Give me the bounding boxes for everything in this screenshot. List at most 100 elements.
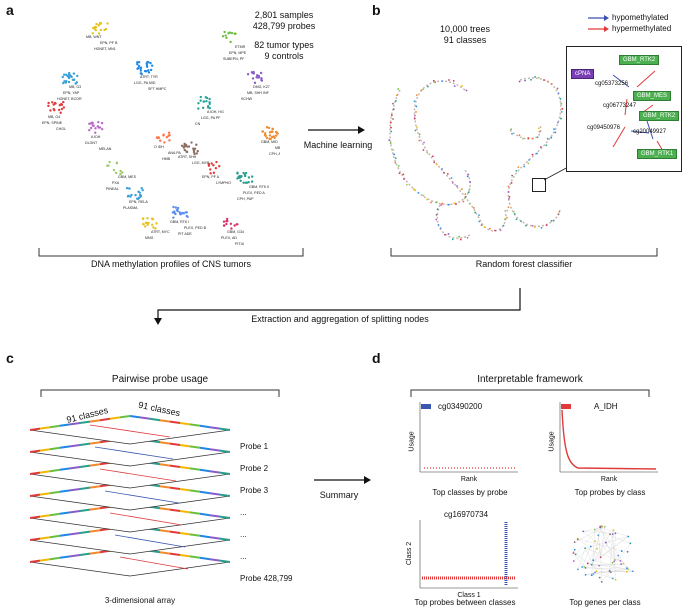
leaf-node <box>442 171 445 174</box>
network-node <box>625 567 628 569</box>
plot2-caption: Top probes by class <box>574 488 646 497</box>
tsne-point <box>197 107 200 110</box>
tsne-point <box>65 79 68 83</box>
summary-arrow <box>314 476 371 484</box>
forest-tree <box>388 76 564 241</box>
network-edge <box>591 564 600 566</box>
tsne-cluster-label: MELAN <box>99 147 112 151</box>
tsne-point <box>199 95 203 99</box>
tsne-point <box>114 171 118 175</box>
tsne-cluster-label: SCHW <box>241 97 253 101</box>
tsne-point <box>259 71 263 75</box>
network-node <box>611 561 614 564</box>
leaf-node <box>414 129 417 132</box>
tsne-cluster-label: MB, SHH CHL AD <box>275 146 280 150</box>
network-edge <box>584 566 627 572</box>
leaf-node <box>458 235 460 238</box>
tsne-point <box>147 71 151 74</box>
network-node <box>574 553 577 556</box>
tsne-point <box>150 64 154 67</box>
network-node <box>609 571 612 574</box>
inset-edges <box>612 70 664 152</box>
tsne-point <box>150 217 154 220</box>
leaf-node <box>536 152 538 155</box>
leaf-node <box>415 94 418 96</box>
plot2-ylabel: Usage <box>548 431 556 452</box>
leaf-node <box>422 88 425 91</box>
leaf-node <box>413 100 416 103</box>
forest-stats: 10,000 trees 91 classes <box>430 24 500 46</box>
probe-layer <box>30 481 230 511</box>
tsne-point <box>139 69 143 72</box>
leaf-node <box>416 126 418 129</box>
network-node <box>572 560 575 562</box>
zoom-box <box>532 178 546 192</box>
leaf-node <box>556 121 559 124</box>
tsne-cluster-label: LGG, PA PF <box>201 116 221 120</box>
leaf-node <box>508 196 511 198</box>
tsne-cluster-label: PXA <box>112 181 120 185</box>
leaf-node <box>440 204 443 206</box>
tsne-point <box>242 181 245 184</box>
tsne-point <box>268 137 271 141</box>
tsne-point <box>222 220 226 223</box>
stat-trees: 10,000 trees <box>439 24 491 34</box>
caption-a: DNA methylation profiles of CNS tumors <box>90 259 252 269</box>
tsne-point <box>97 126 101 129</box>
tsne-point <box>225 36 228 40</box>
leaf-node <box>537 76 540 79</box>
tsne-point <box>146 217 149 220</box>
network-edge <box>574 526 605 543</box>
tsne-point <box>62 106 66 109</box>
tsne-cluster-label: EPN, MPE <box>229 51 247 55</box>
tsne-point <box>93 25 97 29</box>
leaf-node <box>504 218 506 221</box>
network-edge <box>582 546 591 568</box>
tsne-point <box>207 162 211 166</box>
leaf-node <box>510 128 513 131</box>
tsne-point <box>256 76 260 79</box>
legend-hyper: hypermethylated <box>612 24 672 33</box>
leaf-node <box>553 128 555 131</box>
tsne-point <box>97 32 101 35</box>
tsne-cluster-label: EPN, YAP <box>63 91 80 95</box>
tsne-point <box>195 143 198 146</box>
panel-label-a: a <box>6 2 14 18</box>
tsne-point <box>136 62 139 66</box>
tsne-cluster-label: EPN, RELA <box>129 200 148 204</box>
tsne-point <box>250 175 254 178</box>
leaf-node <box>559 98 562 100</box>
panel-c-title: Pairwise probe usage <box>111 374 209 385</box>
tsne-point <box>115 161 119 164</box>
panel-c: Pairwise probe usage 91 classes 91 class… <box>0 358 300 608</box>
probe-layer <box>30 459 230 489</box>
stat-tumor-types: 82 tumor types <box>254 40 314 50</box>
leaf-node <box>388 139 391 142</box>
leaf-node <box>545 144 548 147</box>
tsne-point <box>244 171 248 175</box>
leaf-node <box>524 79 526 82</box>
leaf-node <box>556 87 559 90</box>
leaf-node <box>453 202 456 205</box>
network-edge <box>600 527 629 570</box>
network-edge <box>585 547 621 561</box>
tsne-point <box>146 223 149 227</box>
tsne-point <box>190 141 193 144</box>
plot2-top-mark <box>561 404 571 409</box>
leaf-node <box>402 178 405 180</box>
tsne-point <box>210 162 213 165</box>
panel-b: 10,000 trees 91 classes hypomethylated h… <box>370 0 685 280</box>
leaf-node <box>554 131 557 134</box>
leaf-node <box>507 206 510 209</box>
leaf-node <box>413 189 416 191</box>
leaf-node <box>392 149 394 151</box>
network-node <box>626 550 629 553</box>
network-node <box>609 533 611 535</box>
dataset-stats: 2,801 samples 428,799 probes 82 tumor ty… <box>236 10 332 62</box>
tsne-point <box>54 102 57 105</box>
tsne-point <box>49 109 52 112</box>
legend-hypo: hypomethylated <box>612 13 669 22</box>
tsne-point <box>47 101 50 105</box>
tsne-cluster-label: GBM, G34 <box>227 230 244 234</box>
leaf-node <box>531 224 534 227</box>
